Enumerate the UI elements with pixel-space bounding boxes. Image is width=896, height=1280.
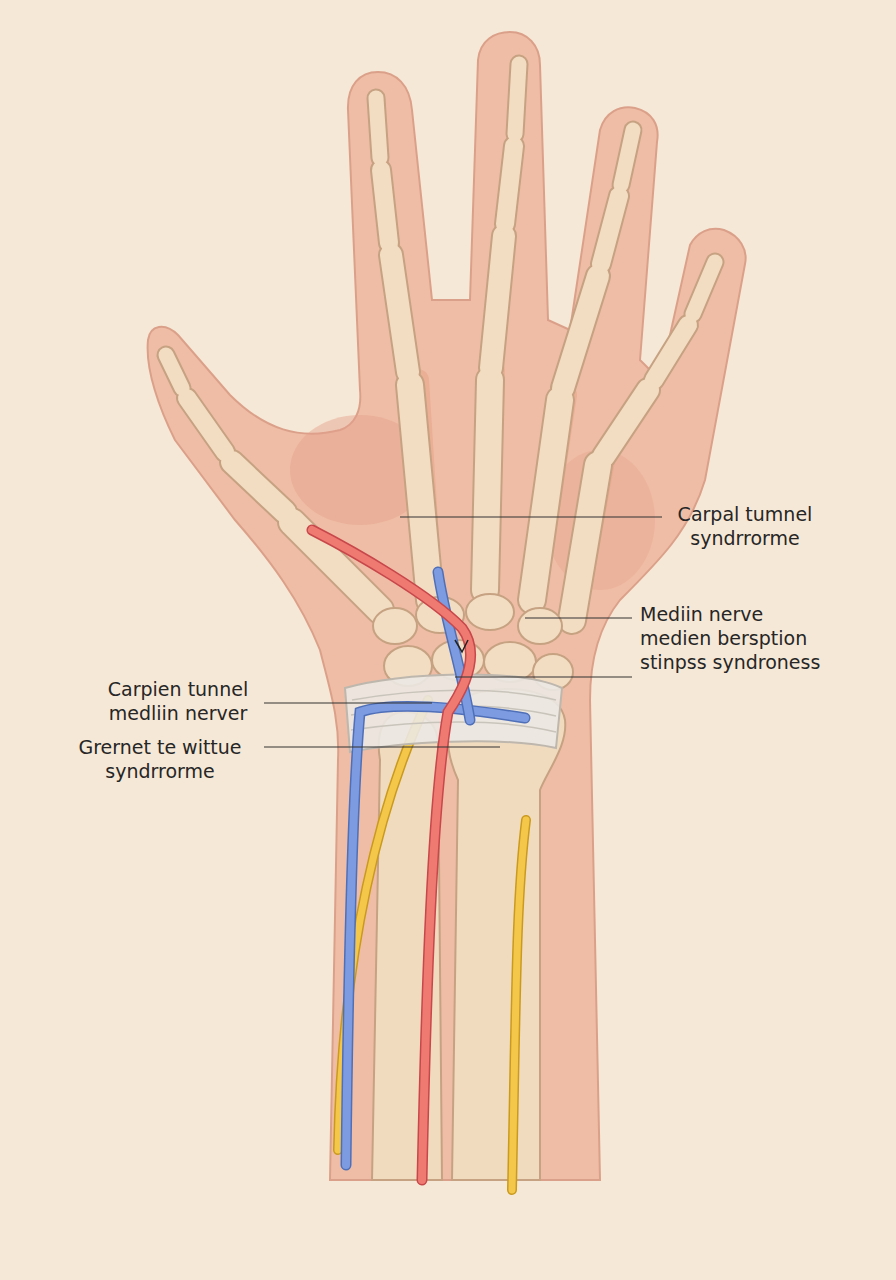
- callout-label: Grernet te wittue syndrrorme: [38, 735, 282, 783]
- callout-label: Carpal tumnel syndrrorme: [655, 502, 835, 550]
- bones: [166, 64, 715, 620]
- callout-label: Mediin nerve medien bersption stinpss sy…: [640, 602, 822, 674]
- callout-label: Carpien tunnel medliin nerver: [88, 677, 268, 725]
- arrow-mark: [455, 640, 468, 652]
- leader-lines: [264, 517, 662, 747]
- tendons: [418, 370, 605, 620]
- radius: [448, 689, 565, 1180]
- bone-outlines: [166, 64, 715, 620]
- artery: [312, 530, 470, 1180]
